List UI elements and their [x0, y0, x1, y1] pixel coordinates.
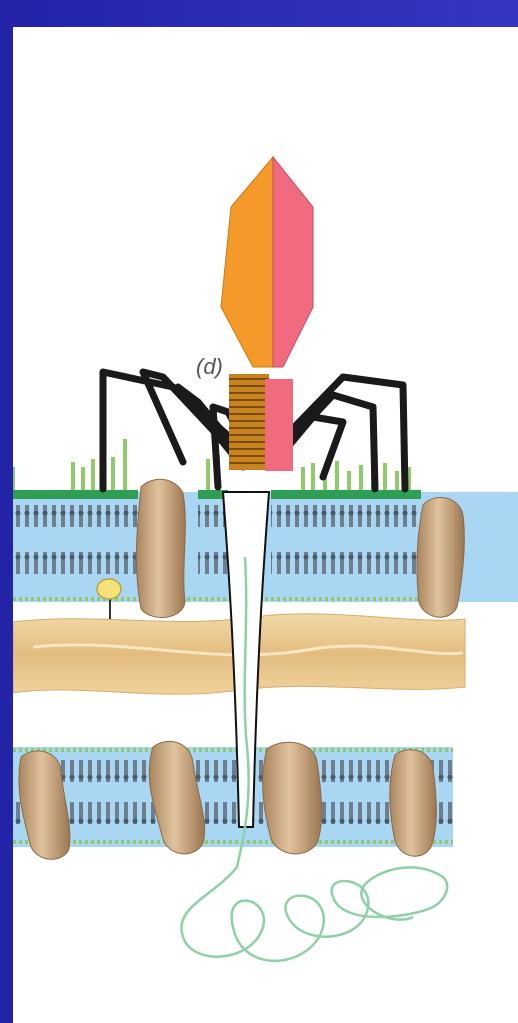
panel-label: (d) — [196, 354, 223, 379]
inner-membrane — [13, 747, 453, 847]
lps-chains — [13, 439, 409, 490]
diagram-panel: (d) — [13, 27, 518, 1023]
phage-infection-diagram: (d) — [13, 27, 518, 1023]
phage-collar — [229, 374, 293, 471]
phage-capsid — [221, 157, 313, 367]
